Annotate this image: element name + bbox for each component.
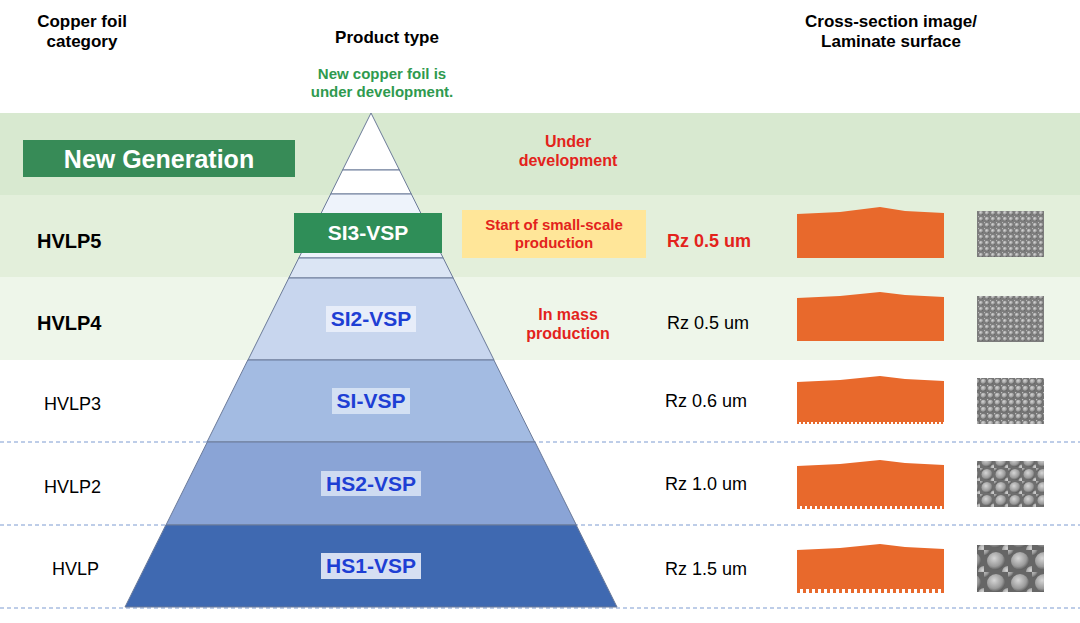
category-label: HVLP <box>52 557 162 583</box>
sem-image <box>977 211 1044 257</box>
pyramid-apex <box>343 113 400 170</box>
row-band <box>0 277 1080 360</box>
row-divider <box>0 608 1080 609</box>
roughness-value: Rz 0.6 um <box>665 389 775 415</box>
row-divider <box>0 442 1080 443</box>
roughness-value: Rz 0.5 um <box>667 311 777 337</box>
node-text: New Generation <box>64 144 254 174</box>
pyramid-layer: SI2-VSP <box>248 278 494 360</box>
node-text: SI3-VSP <box>328 220 409 245</box>
copper-roughness <box>797 589 944 593</box>
status-text: Under development <box>508 130 628 172</box>
layer-shape <box>166 442 576 525</box>
node-text: Start of small-scale production <box>484 216 624 252</box>
roughness-value: Rz 1.5 um <box>665 557 775 583</box>
copper-cross-section <box>797 207 944 258</box>
layer-shape <box>248 278 494 360</box>
product-box: SI3-VSP <box>294 213 442 253</box>
node-text: SI-VSP <box>332 388 411 413</box>
pyramid-layer: HS1-VSP <box>125 525 617 607</box>
category-label: HVLP5 <box>37 228 147 254</box>
category-label: HVLP4 <box>37 310 147 336</box>
copper-cross-section <box>797 376 944 422</box>
column-header: Cross-section image/ Laminate surface <box>791 10 991 54</box>
copper-roughness <box>797 506 944 509</box>
roughness-value: Rz 0.5 um <box>667 229 777 255</box>
layer-shape <box>125 525 617 607</box>
node-text: HS1-VSP <box>321 553 421 578</box>
category-label: HVLP2 <box>44 475 154 501</box>
column-header: Copper foil category <box>17 10 147 54</box>
row-band <box>0 195 1080 277</box>
node-text: SI2-VSP <box>326 306 417 331</box>
copper-cross-section <box>797 544 944 589</box>
sem-image <box>977 461 1044 507</box>
pyramid-layer <box>331 170 412 194</box>
status-text: In mass production <box>513 303 623 345</box>
category-label: HVLP3 <box>44 392 154 418</box>
column-header: Product type <box>317 27 457 49</box>
pyramid-layer <box>289 258 453 278</box>
roughness-value: Rz 1.0 um <box>665 472 775 498</box>
sem-image <box>977 545 1044 592</box>
generation-box: New Generation <box>23 140 295 177</box>
node-text: HS2-VSP <box>321 471 421 496</box>
pyramid-layer: SI-VSP <box>207 360 535 442</box>
status-box: Start of small-scale production <box>462 210 646 258</box>
layer-shape <box>207 360 535 442</box>
copper-cross-section <box>797 292 944 341</box>
copper-roughness <box>797 422 944 424</box>
pyramid-layer: HS2-VSP <box>166 442 576 525</box>
sem-image <box>977 378 1044 424</box>
copper-cross-section <box>797 460 944 506</box>
row-band <box>0 113 1080 195</box>
sem-image <box>977 296 1044 342</box>
note-text: New copper foil is under development. <box>297 62 467 104</box>
